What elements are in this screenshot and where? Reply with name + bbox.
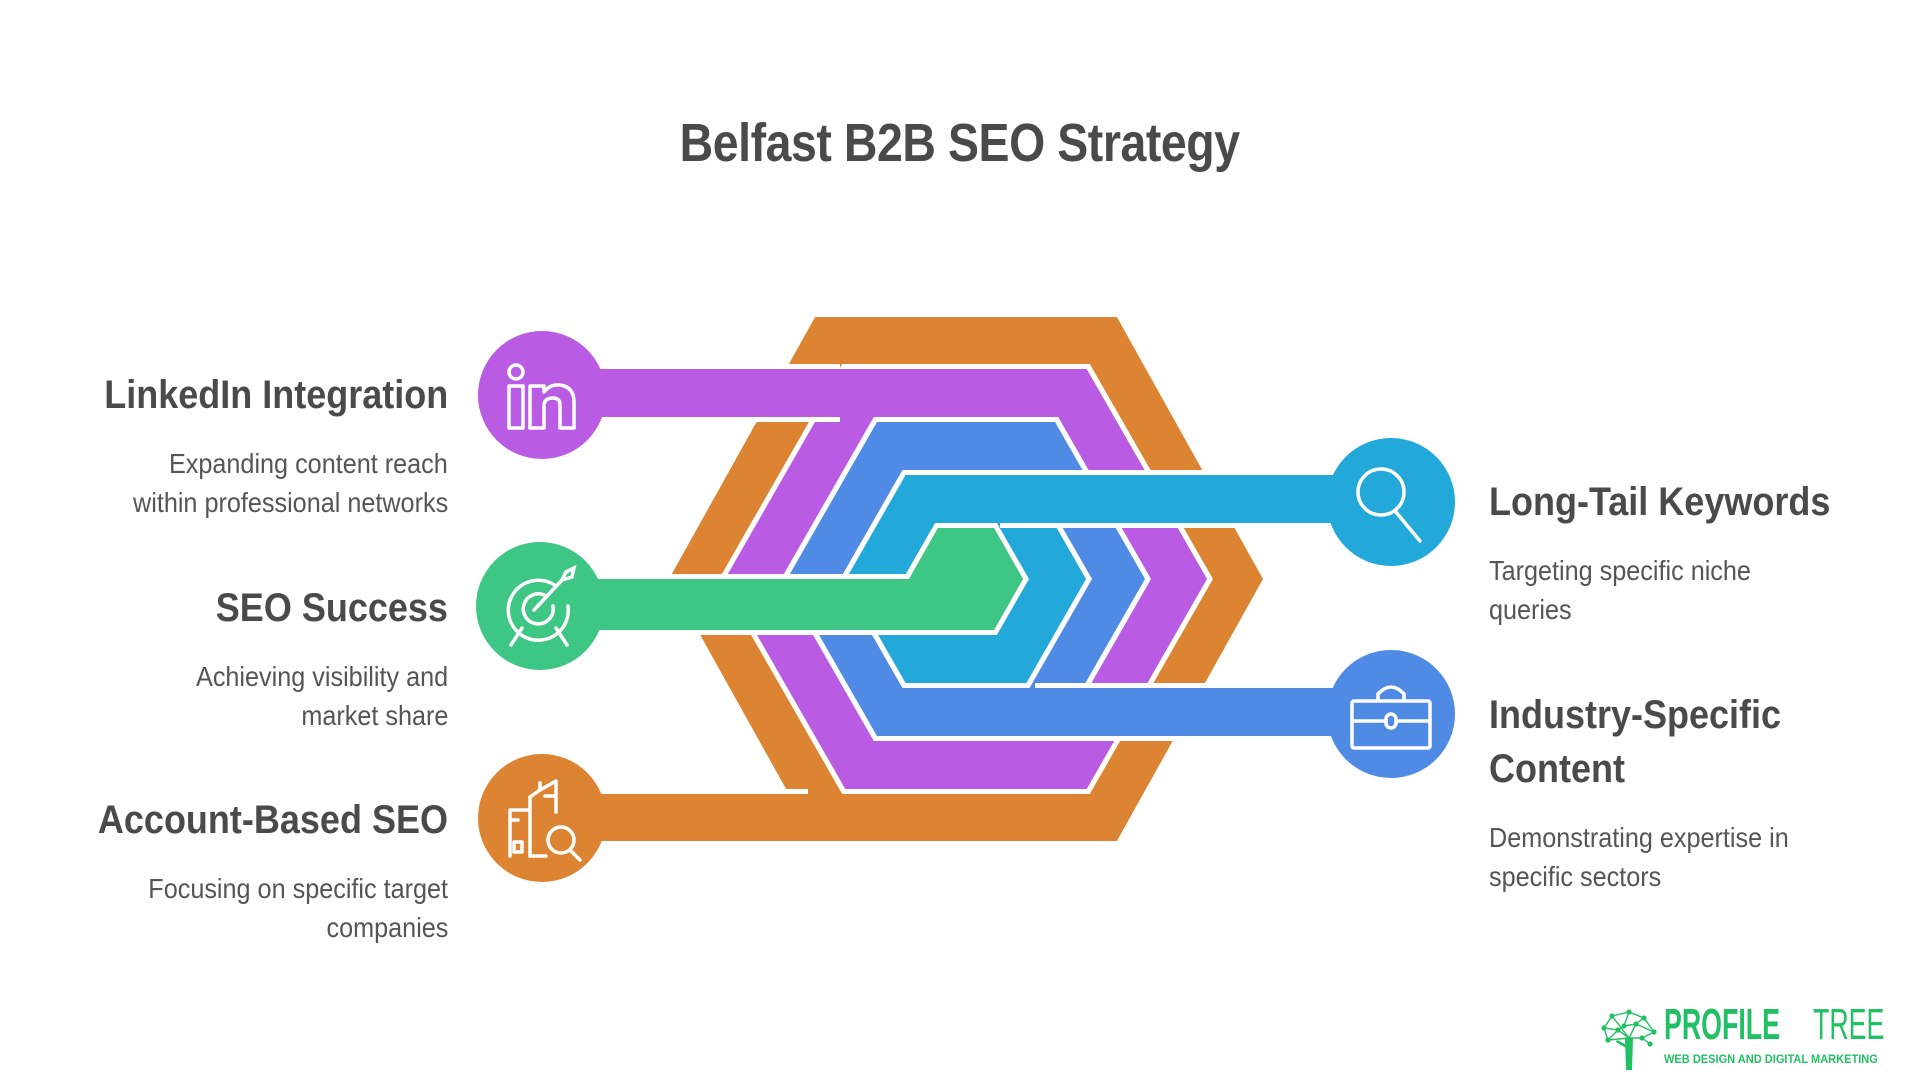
tree-network-icon: [1601, 1009, 1657, 1070]
seo-success-title: SEO Success: [215, 586, 448, 630]
cyan-connector: [905, 470, 1391, 528]
account-based-node: [478, 754, 606, 882]
linkedin-icon: [507, 363, 576, 430]
logo-tagline: WEB DESIGN AND DIGITAL MARKETING: [1664, 1052, 1878, 1066]
target-icon: [506, 564, 577, 647]
account-based-seo-title: Account-Based SEO: [97, 798, 448, 842]
industry-specific-desc: Demonstrating expertise in specific sect…: [1489, 822, 1789, 892]
linkedin-node: [478, 331, 606, 459]
seo-success-desc: Achieving visibility and market share: [195, 661, 448, 731]
seo-success-block: SEO Success Achieving visibility and mar…: [0, 581, 448, 735]
industry-node: [1327, 650, 1455, 778]
linkedin-integration-title: LinkedIn Integration: [103, 373, 448, 417]
long-tail-keywords-title: Long-Tail Keywords: [1489, 480, 1831, 524]
linkedin-integration-block: LinkedIn Integration Expanding content r…: [0, 368, 448, 522]
long-tail-keywords-desc: Targeting specific niche queries: [1489, 555, 1751, 625]
briefcase-icon: [1350, 685, 1432, 750]
seo-success-node: [476, 542, 604, 670]
diagram-title: Belfast B2B SEO Strategy: [679, 113, 1241, 173]
search-icon: [1356, 467, 1422, 543]
account-based-seo-block: Account-Based SEO Focusing on specific t…: [0, 793, 448, 947]
account-based-seo-desc: Focusing on specific target companies: [148, 873, 448, 943]
industry-specific-title: Industry-Specific Content: [1489, 693, 1782, 791]
long-tail-node: [1327, 438, 1455, 566]
buildings-search-icon: [508, 779, 582, 862]
linkedin-integration-desc: Expanding content reach within professio…: [132, 448, 448, 518]
industry-specific-block: Industry-Specific Content Demonstrating …: [1489, 688, 1920, 896]
green-connector: [540, 528, 1023, 635]
long-tail-keywords-block: Long-Tail Keywords Targeting specific ni…: [1489, 475, 1920, 629]
